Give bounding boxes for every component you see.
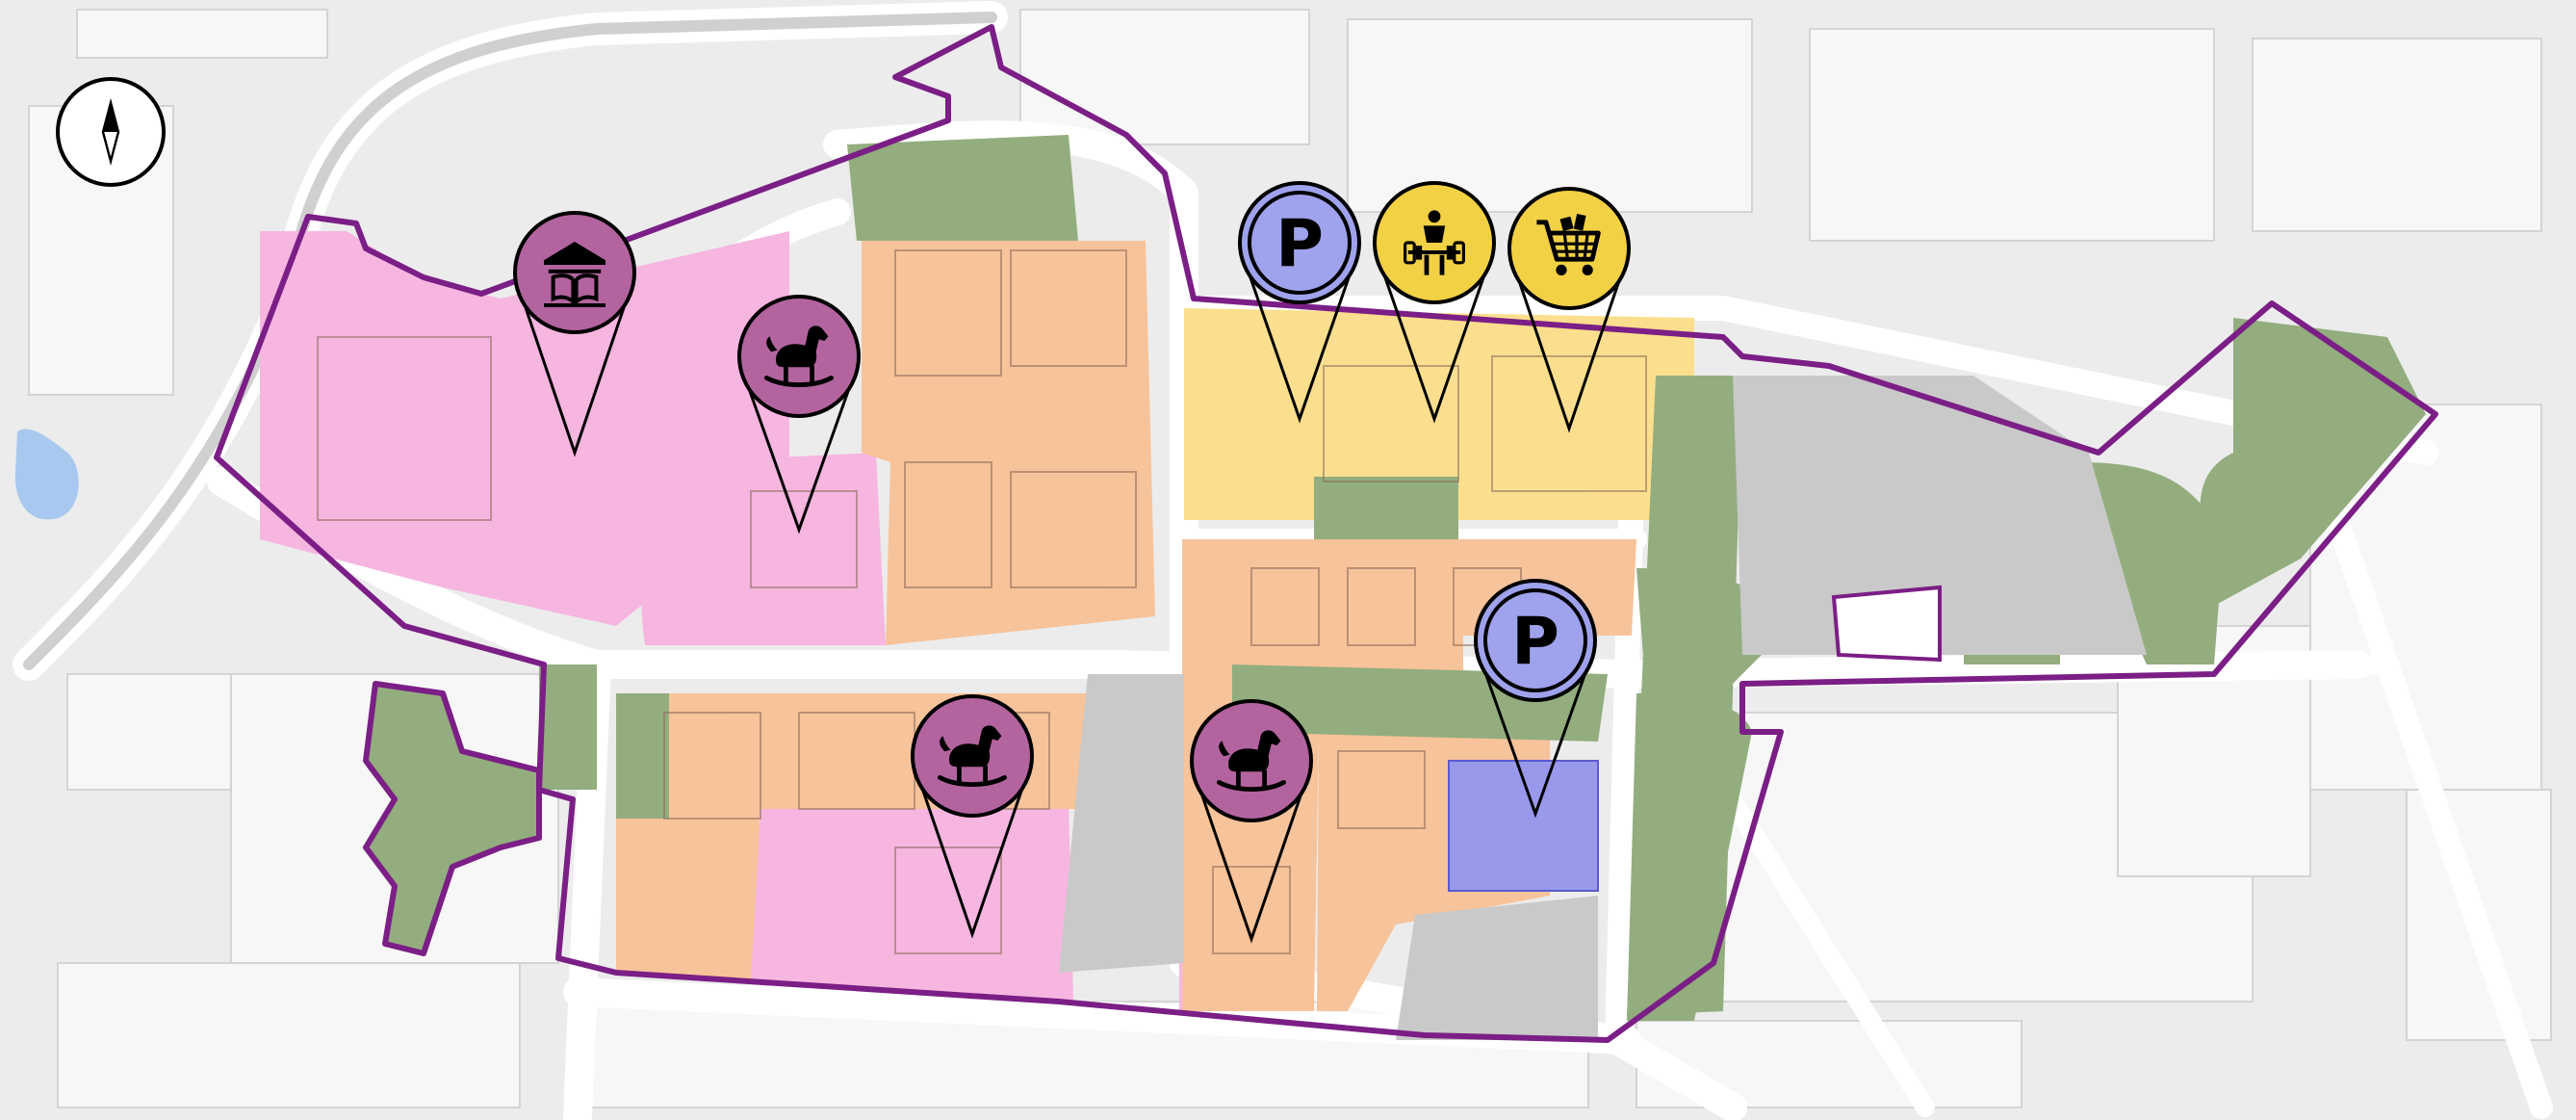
parking-icon-ring	[1483, 588, 1587, 692]
pin-pointer	[1199, 793, 1303, 944]
parking-icon-ring	[1248, 191, 1352, 295]
pin-pointer	[920, 788, 1024, 939]
pin-pointer	[1382, 274, 1486, 424]
pin-pointer	[1517, 280, 1621, 433]
poi-pin-kindergarten-2[interactable]	[911, 694, 1034, 939]
pin-circle	[1474, 579, 1597, 702]
poi-pin-parking-2[interactable]: P	[1474, 579, 1597, 819]
pin-pointer	[1248, 274, 1352, 424]
parking-icon: P	[1511, 604, 1559, 680]
zone-parking-lot[interactable]	[1059, 376, 2147, 1040]
poi-markers: PP	[513, 181, 1631, 944]
poi-pin-kindergarten-1[interactable]	[737, 295, 861, 534]
building-outlines	[317, 249, 1647, 954]
pin-circle	[1507, 187, 1631, 310]
empty-plot	[1831, 585, 1942, 663]
zone-commercial[interactable]	[1184, 308, 1694, 520]
poi-pin-shopping[interactable]	[1507, 187, 1631, 433]
water-pond	[14, 429, 79, 520]
poi-pin-library[interactable]	[513, 211, 636, 457]
pin-pointer	[1483, 672, 1587, 819]
poi-pin-parking-1[interactable]: P	[1238, 181, 1361, 424]
project-boundary	[214, 24, 2438, 1043]
compass	[56, 77, 166, 187]
poi-pin-kindergarten-3[interactable]	[1190, 699, 1313, 944]
pin-pointer	[523, 304, 627, 457]
pin-circle	[1238, 181, 1361, 304]
poi-pin-fitness[interactable]	[1373, 181, 1496, 424]
parking-icon: P	[1275, 206, 1324, 282]
pin-pointer	[747, 388, 851, 534]
